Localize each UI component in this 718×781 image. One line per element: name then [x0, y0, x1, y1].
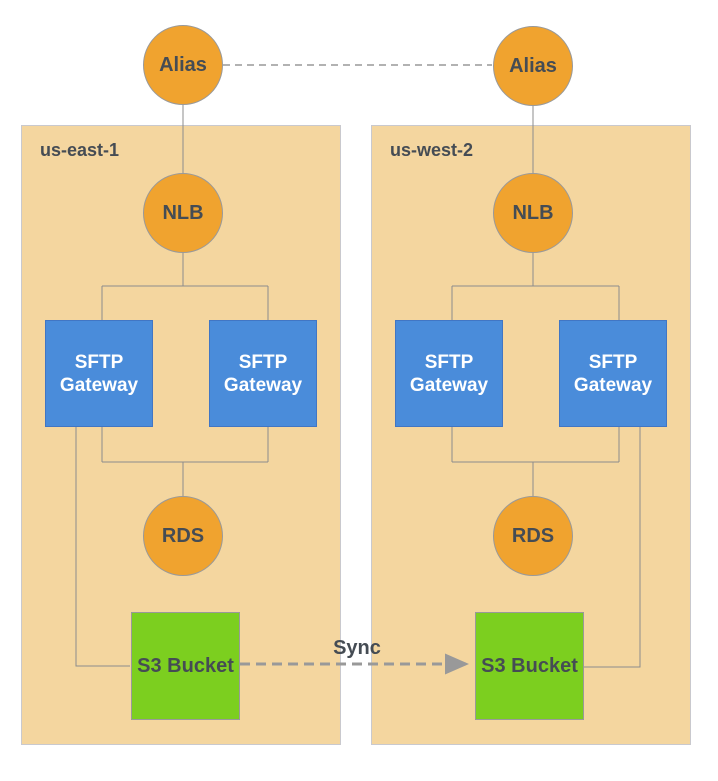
node-label-line1: SFTP [74, 351, 124, 373]
edge-sftp2-s3-west [584, 427, 641, 668]
node-sftp-gateway-2-east: SFTP Gateway [209, 320, 317, 427]
node-s3-bucket-west: S3 Bucket [475, 612, 584, 720]
node-label: NLB [162, 201, 204, 224]
node-sftp-gateway-2-west: SFTP Gateway [559, 320, 667, 427]
node-label-line1: SFTP [424, 351, 474, 373]
node-nlb-east: NLB [143, 173, 223, 253]
node-alias-west: Alias [493, 26, 573, 106]
node-sftp-gateway-1-west: SFTP Gateway [395, 320, 503, 427]
node-label: S3 Bucket [137, 654, 234, 677]
sync-edge-label: Sync [333, 637, 381, 659]
node-sftp-gateway-1-east: SFTP Gateway [45, 320, 153, 427]
node-rds-east: RDS [143, 496, 223, 576]
region-label: us-west-2 [390, 140, 474, 160]
node-label: Alias [159, 53, 207, 76]
node-nlb-west: NLB [493, 173, 573, 253]
node-label: RDS [161, 524, 205, 547]
node-label-line2: Gateway [59, 374, 139, 396]
west-connectors [451, 106, 641, 668]
node-s3-bucket-east: S3 Bucket [131, 612, 240, 720]
node-rds-west: RDS [493, 496, 573, 576]
node-label: S3 Bucket [481, 654, 578, 677]
node-label: Alias [509, 54, 557, 77]
node-label-line2: Gateway [223, 374, 303, 396]
node-label-line2: Gateway [409, 374, 489, 396]
node-label: NLB [512, 201, 554, 224]
edge-sftp1-s3-east [75, 427, 130, 667]
east-connectors [75, 105, 269, 667]
region-label: us-east-1 [40, 140, 120, 160]
node-label-line2: Gateway [573, 374, 653, 396]
node-alias-east: Alias [143, 25, 223, 105]
node-label: RDS [511, 524, 555, 547]
node-label-line1: SFTP [588, 351, 638, 373]
node-label-line1: SFTP [238, 351, 288, 373]
